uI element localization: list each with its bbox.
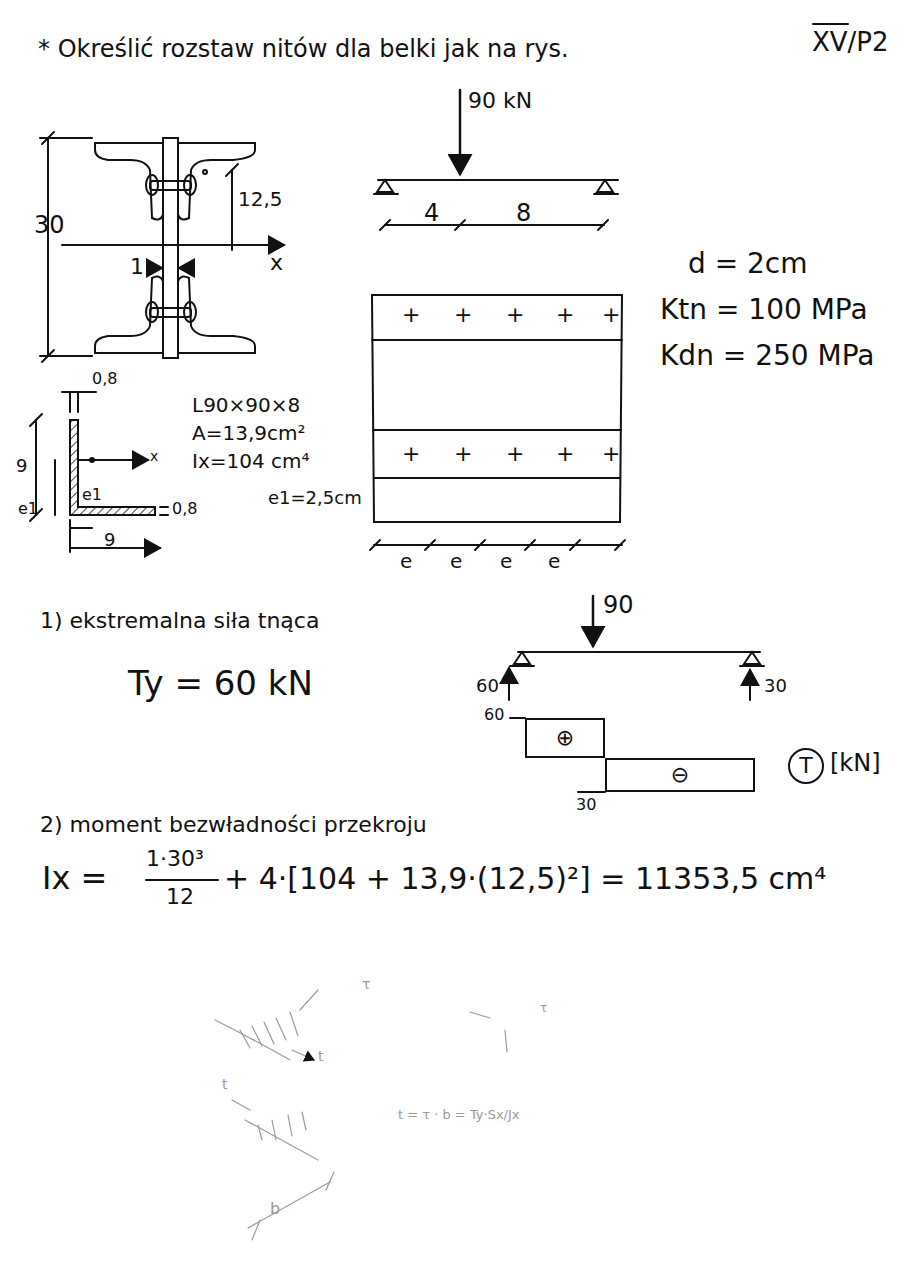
label: 2) moment bezwładności przekroju [40, 812, 427, 837]
reaction-scheme [509, 596, 764, 792]
label: e1 [18, 500, 38, 518]
label: Ktn = 100 MPa [660, 294, 868, 326]
title: * Określić rozstaw nitów dla belki jak n… [38, 36, 569, 64]
label: + [602, 441, 620, 466]
label: 12,5 [238, 188, 283, 211]
node-text: ⊖ [671, 764, 689, 786]
label: + [602, 302, 620, 327]
label: x [270, 250, 283, 275]
label: 9 [16, 456, 27, 477]
label: Ty = 60 kN [128, 664, 313, 703]
label: + [556, 302, 574, 327]
shear-positive: ⊕ [525, 718, 605, 758]
label: 8 [516, 200, 531, 228]
label: x [150, 448, 158, 464]
label: 1 [130, 254, 144, 279]
label: e [500, 550, 512, 573]
label: 30 [34, 212, 65, 240]
label: t [222, 1076, 228, 1092]
label: 90 kN [468, 88, 532, 113]
label: + [402, 441, 420, 466]
label: + [454, 441, 472, 466]
node-text: ⊕ [556, 727, 574, 749]
shear-negative: ⊖ [605, 758, 755, 792]
label: t = τ · b = Ty·Sx/Jx [398, 1108, 519, 1123]
label: + [454, 302, 472, 327]
label: b [270, 1200, 280, 1218]
rivet-plan [370, 295, 625, 550]
label: 1) ekstremalna siła tnąca [40, 608, 319, 633]
label: 90 [603, 592, 634, 620]
node-text: T [799, 755, 812, 777]
label: e [548, 550, 560, 573]
label: + 4·[104 + 13,9·(12,5)²] = 11353,5 cm⁴ [224, 862, 826, 897]
label: + [506, 441, 524, 466]
label: t [318, 1048, 324, 1064]
diagram-symbol: T [788, 748, 824, 784]
label: + [556, 441, 574, 466]
label: 1·30³ [146, 846, 204, 871]
label: 60 [484, 706, 504, 724]
label: τ [540, 1002, 547, 1016]
label: + [402, 302, 420, 327]
label: + [506, 302, 524, 327]
label: Kdn = 250 MPa [660, 340, 874, 372]
label: 12 [166, 884, 194, 909]
label: XV/P2 [812, 28, 889, 58]
label: 60 [476, 676, 499, 697]
label: 30 [576, 796, 596, 814]
label: τ [362, 976, 370, 992]
label: L90×90×8 [192, 394, 300, 417]
label: d = 2cm [688, 248, 808, 280]
label: Ix = [42, 860, 107, 897]
label: e1=2,5cm [268, 488, 362, 509]
label: 4 [424, 200, 439, 228]
label: e1 [82, 486, 102, 504]
label: [kN] [830, 750, 881, 778]
label: e [450, 550, 462, 573]
label: e [400, 550, 412, 573]
angle-section [30, 392, 168, 552]
cross-section [40, 132, 284, 362]
label: 30 [764, 676, 787, 697]
label: A=13,9cm² [192, 422, 305, 445]
label: 0,8 [92, 370, 117, 388]
label: 0,8 [172, 500, 197, 518]
label: Ix=104 cm⁴ [192, 450, 310, 473]
label: 9 [104, 530, 115, 551]
